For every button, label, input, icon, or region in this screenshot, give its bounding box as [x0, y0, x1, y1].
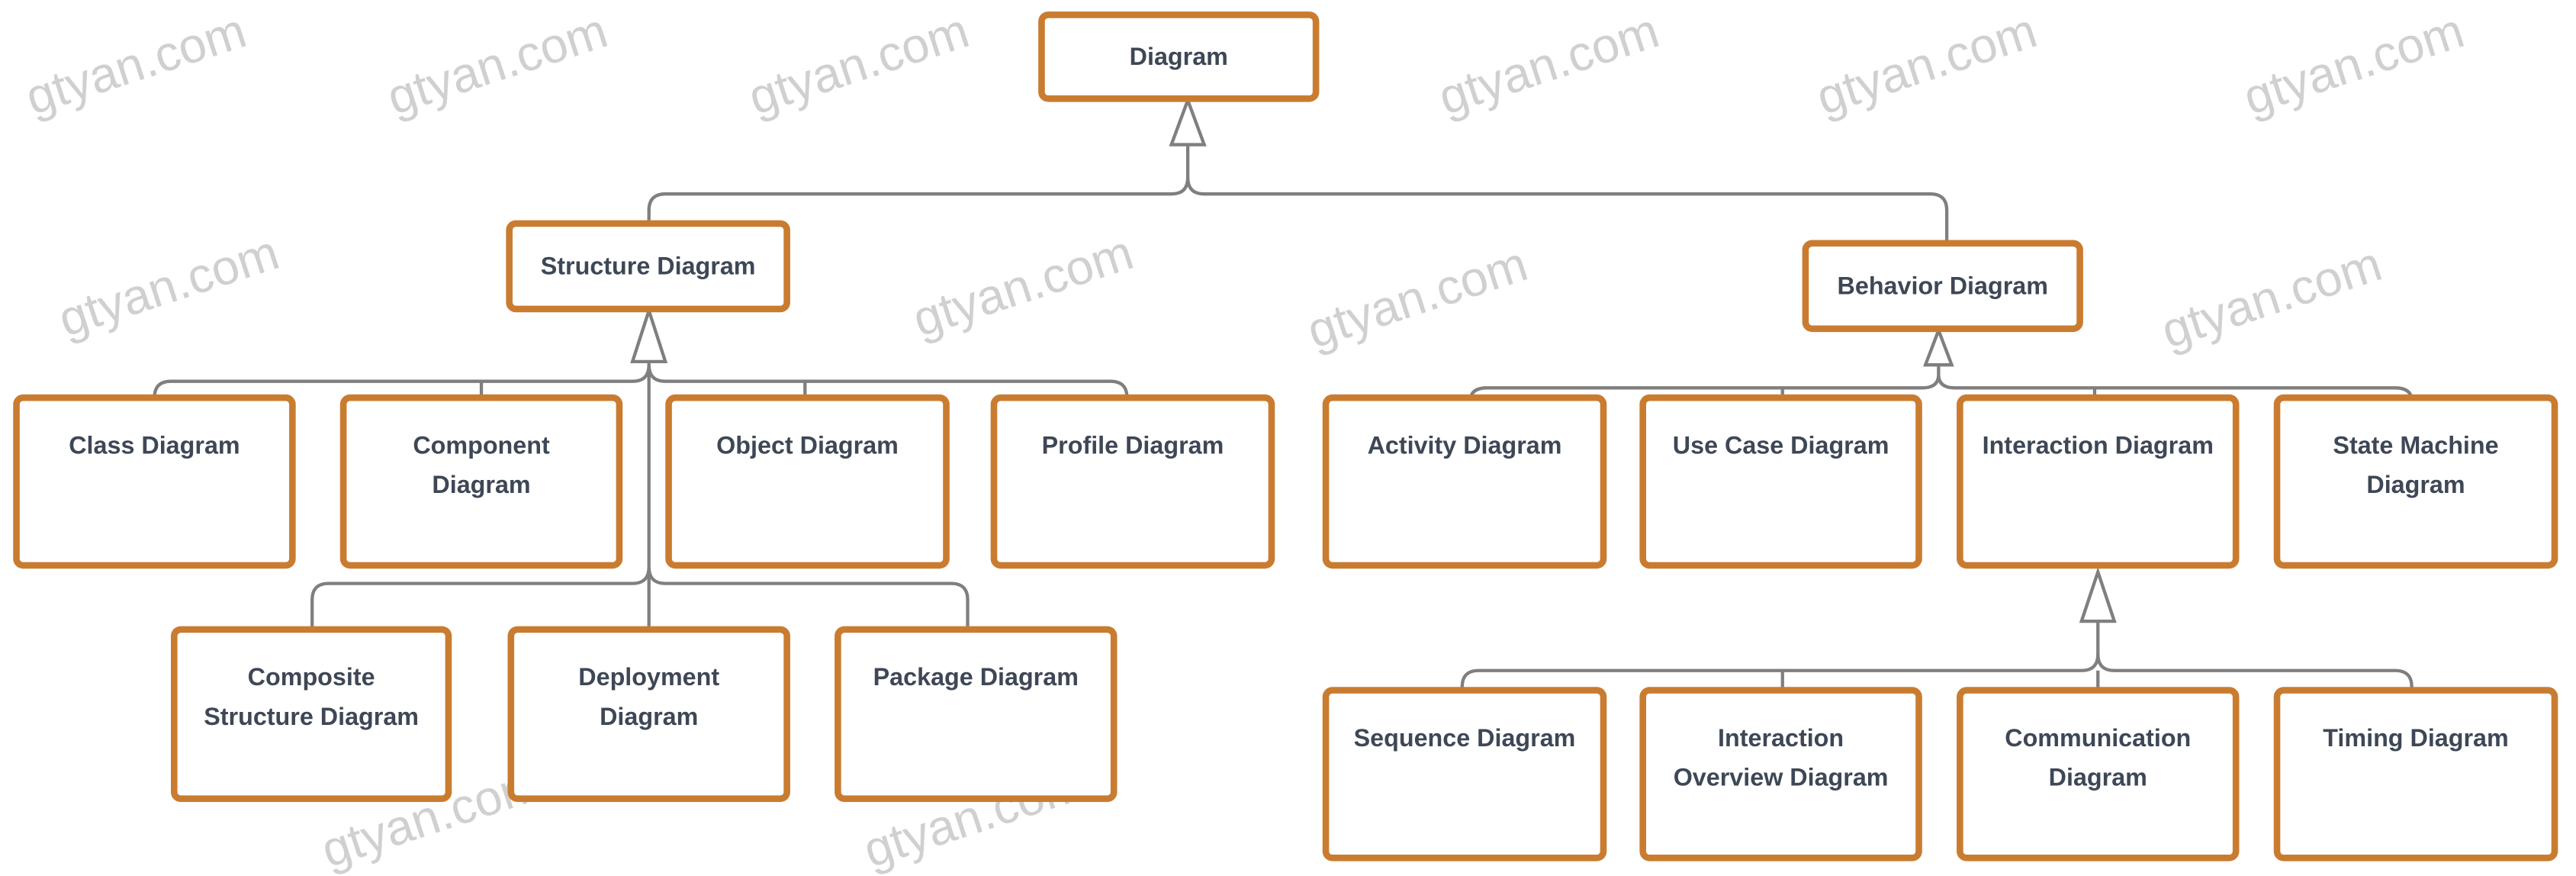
node-interaction[interactable]: Interaction Diagram — [1957, 394, 2240, 569]
node-box — [506, 220, 790, 313]
node-label: Profile Diagram — [1042, 431, 1224, 459]
watermark-text: gtyan.com — [2155, 236, 2388, 359]
node-box — [2273, 687, 2558, 862]
node-box — [990, 394, 1275, 569]
node-timing[interactable]: Timing Diagram — [2273, 687, 2558, 862]
node-label: Interaction Diagram — [1983, 431, 2214, 459]
connector-structure — [153, 361, 1129, 630]
node-label: Sequence Diagram — [1354, 724, 1576, 752]
node-label: Composite — [248, 663, 375, 691]
node-box — [13, 394, 296, 569]
connector-behavior — [1468, 365, 2414, 401]
node-label: Component — [413, 431, 550, 459]
node-label: Diagram — [1130, 43, 1228, 70]
connector-interaction — [1460, 621, 2414, 691]
node-label: Timing Diagram — [2323, 724, 2508, 752]
generalization-arrow-icon — [1923, 325, 1954, 367]
node-box — [1802, 240, 2083, 333]
node-label: Interaction — [1718, 724, 1844, 752]
node-behavior[interactable]: Behavior Diagram — [1802, 240, 2083, 333]
node-profile[interactable]: Profile Diagram — [990, 394, 1275, 569]
node-label: Behavior Diagram — [1838, 272, 2048, 300]
watermark-text: gtyan.com — [1810, 3, 2044, 126]
node-label: Diagram — [2049, 764, 2147, 791]
node-sequence[interactable]: Sequence Diagram — [1322, 687, 1607, 862]
watermark-text: gtyan.com — [1432, 3, 1665, 126]
node-label: Use Case Diagram — [1673, 431, 1889, 459]
node-label: Diagram — [432, 471, 530, 498]
watermark-text: gtyan.com — [906, 224, 1140, 347]
node-box — [170, 626, 452, 803]
watermark-text: gtyan.com — [742, 3, 976, 126]
node-usecase[interactable]: Use Case Diagram — [1639, 394, 1922, 569]
generalization-arrow-icon — [1169, 95, 1207, 147]
node-box — [665, 394, 950, 569]
node-box — [1322, 687, 1607, 862]
node-label: Diagram — [600, 703, 698, 730]
node-label: Diagram — [2366, 471, 2465, 498]
node-activity[interactable]: Activity Diagram — [1322, 394, 1607, 569]
node-box — [1322, 394, 1607, 569]
generalization-arrow-icon — [2079, 566, 2117, 623]
node-label: Activity Diagram — [1368, 431, 1562, 459]
watermark-text: gtyan.com — [19, 3, 252, 126]
node-package[interactable]: Package Diagram — [835, 626, 1118, 803]
node-label: Package Diagram — [873, 663, 1079, 691]
watermark-text: gtyan.com — [1301, 236, 1534, 359]
node-diagram[interactable]: Diagram — [1038, 11, 1320, 102]
node-label: Structure Diagram — [204, 703, 419, 730]
node-box — [1957, 687, 2240, 862]
node-object[interactable]: Object Diagram — [665, 394, 950, 569]
node-label: Deployment — [578, 663, 719, 691]
node-box — [339, 394, 623, 569]
node-structure[interactable]: Structure Diagram — [506, 220, 790, 313]
node-label: Overview Diagram — [1674, 764, 1889, 791]
node-box — [507, 626, 790, 803]
node-label: Structure Diagram — [541, 253, 756, 280]
node-box — [1639, 394, 1922, 569]
connector-root — [647, 144, 1949, 243]
generalization-arrow-icon — [630, 305, 668, 364]
node-label: State Machine — [2333, 431, 2498, 459]
watermark-text: gtyan.com — [52, 224, 285, 347]
node-box — [2273, 394, 2558, 569]
node-box — [835, 626, 1118, 803]
connectors — [153, 95, 2414, 691]
watermark-text: gtyan.com — [2237, 3, 2471, 126]
node-class[interactable]: Class Diagram — [13, 394, 296, 569]
node-box — [1038, 11, 1320, 102]
node-label: Communication — [2005, 724, 2191, 752]
watermark-text: gtyan.com — [381, 3, 614, 126]
node-label: Class Diagram — [69, 431, 240, 459]
node-label: Object Diagram — [716, 431, 899, 459]
node-box — [1639, 687, 1922, 862]
node-box — [1957, 394, 2240, 569]
